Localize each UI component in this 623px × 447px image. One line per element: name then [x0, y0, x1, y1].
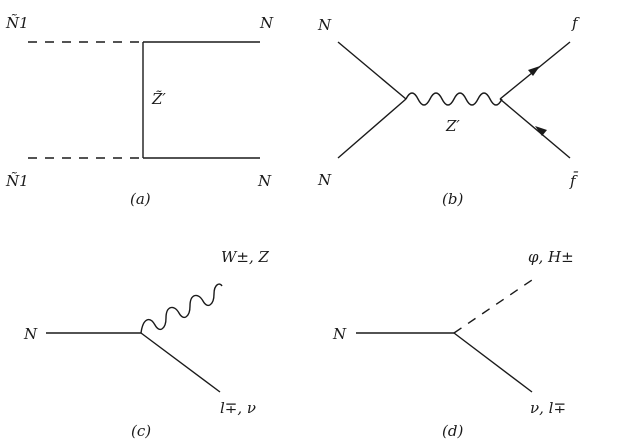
- label-b-in-top: N: [317, 16, 332, 34]
- caption-c: (c): [131, 422, 151, 440]
- caption-a: (a): [130, 190, 151, 208]
- label-d-out-top: φ, H±: [528, 248, 574, 266]
- incoming-line-bottom: [337, 98, 407, 159]
- label-d-out-bottom: ν, l∓: [530, 399, 566, 417]
- label-a-out-bottom: N: [257, 172, 272, 190]
- lepton-line: [453, 332, 533, 393]
- label-c-in: N: [23, 325, 38, 343]
- diagram-d: N φ, H± ν, l∓ (d): [332, 248, 574, 440]
- photon-propagator: [405, 92, 503, 106]
- incoming-line-top: [337, 41, 407, 100]
- label-d-in: N: [332, 325, 347, 343]
- label-c-out-top: W±, Z: [221, 248, 270, 266]
- label-a-out-top: N: [259, 14, 274, 32]
- scalar-line: [453, 279, 533, 334]
- label-a-propagator: Z̃′: [151, 90, 166, 108]
- wavy-boson-line: [140, 283, 223, 334]
- label-b-propagator: Z′: [445, 117, 460, 135]
- diagram-c: N W±, Z l∓, ν (c): [23, 248, 270, 440]
- label-a-in-bottom: Ñ1: [5, 172, 29, 190]
- label-a-in-top: Ñ1: [5, 14, 29, 32]
- label-b-out-bottom: f̄: [569, 172, 578, 190]
- lepton-line: [140, 332, 221, 393]
- fermion-line-bottom: [499, 98, 571, 159]
- caption-d: (d): [442, 422, 463, 440]
- label-b-in-bottom: N: [317, 171, 332, 189]
- diagram-b: N N f f̄ Z′ (b): [317, 14, 580, 208]
- arrow-out-icon: [528, 66, 540, 76]
- arrow-in-icon: [535, 126, 547, 136]
- diagram-a: Ñ1 Ñ1 N N Z̃′ (a): [5, 14, 274, 208]
- caption-b: (b): [442, 190, 463, 208]
- label-c-out-bottom: l∓, ν: [220, 399, 256, 417]
- label-b-out-top: f: [571, 14, 580, 32]
